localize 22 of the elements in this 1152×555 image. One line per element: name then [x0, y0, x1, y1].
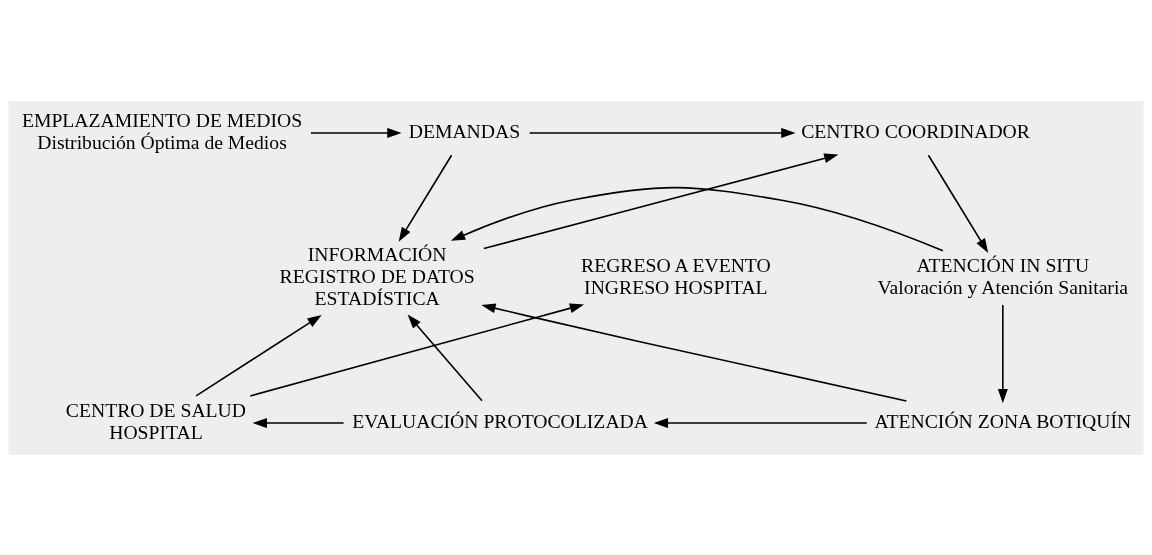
- node-text: ATENCIÓN ZONA BOTIQUÍN: [874, 409, 1132, 432]
- node-text: CENTRO DE SALUD HOSPITAL: [65, 398, 247, 443]
- arrow: [249, 302, 585, 397]
- arrow: [997, 303, 1008, 403]
- node-text: CENTRO COORDINADOR: [801, 119, 1030, 142]
- arrow: [528, 127, 796, 138]
- arrow: [407, 313, 483, 402]
- arrow: [252, 417, 345, 428]
- arrow: [398, 153, 453, 242]
- arrow: [653, 417, 868, 428]
- arrow: [195, 314, 322, 397]
- node-text: EMPLAZAMIENTO DE MEDIOS Distribución Óptima de Medios: [21, 108, 303, 153]
- arrow: [481, 302, 908, 402]
- node-text: REGRESO A EVENTO INGRESO HOSPITAL: [581, 253, 771, 298]
- node-text: EVALUACIÓN PROTOCOLIZADA: [352, 409, 648, 432]
- node-text: INFORMACIÓN REGISTRO DE DATOS ESTADÍSTICA: [279, 242, 475, 309]
- arrow: [310, 127, 402, 138]
- node-text: DEMANDAS: [408, 119, 521, 142]
- arrow: [927, 153, 989, 253]
- arrow: [483, 152, 839, 249]
- node-text: ATENCIÓN IN SITU Valoración y Atención Sanitaria: [877, 253, 1129, 298]
- arrow: [450, 186, 944, 252]
